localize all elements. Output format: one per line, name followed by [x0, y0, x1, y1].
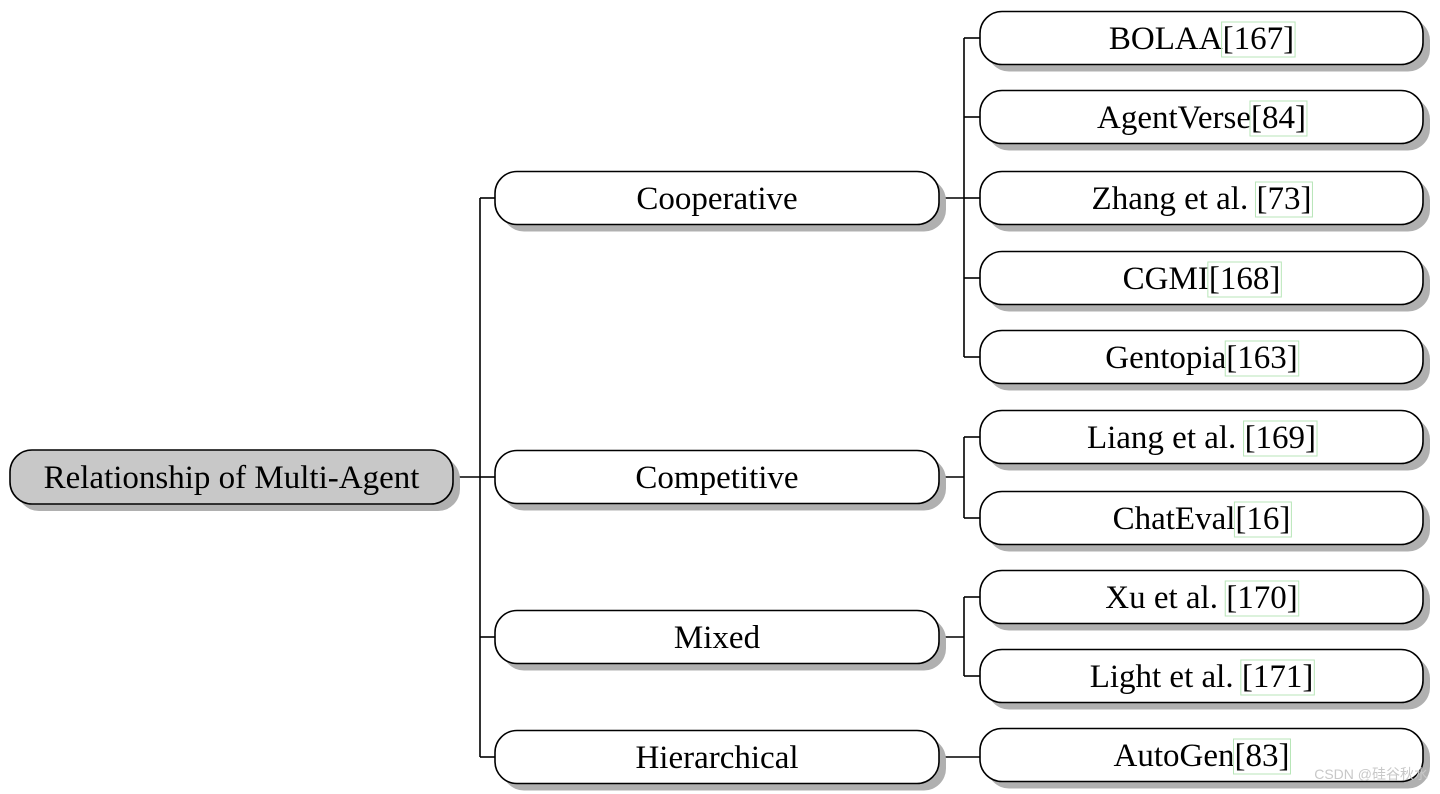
- node-box: [979, 569, 1424, 625]
- citation-link[interactable]: [84]: [1251, 100, 1306, 136]
- citation-box: [1233, 738, 1291, 775]
- citation-link[interactable]: [73]: [1256, 181, 1311, 217]
- method-name: Light et al.: [1090, 659, 1242, 695]
- node-box: [494, 609, 940, 665]
- citation-link[interactable]: [171]: [1242, 659, 1313, 695]
- citation-link[interactable]: [168]: [1209, 261, 1280, 297]
- leaf-node: Gentopia[163]: [979, 329, 1430, 391]
- category-node-mixed: Mixed: [494, 609, 946, 671]
- leaf-label: Zhang et al. [73]: [1092, 181, 1312, 217]
- node-box: [9, 449, 454, 505]
- method-name: ChatEval: [1113, 501, 1236, 537]
- citation-box: [1233, 501, 1292, 538]
- citation-box: [1221, 21, 1296, 58]
- category-label: Hierarchical: [635, 740, 798, 776]
- leaf-node: CGMI[168]: [979, 250, 1430, 312]
- citation-link[interactable]: [167]: [1223, 21, 1294, 57]
- citation-box: [1240, 659, 1315, 696]
- category-label: Cooperative: [636, 181, 797, 217]
- category-label: Competitive: [635, 460, 798, 496]
- leaf-label: ChatEval[16]: [1113, 501, 1291, 537]
- citation-link[interactable]: [83]: [1235, 738, 1290, 774]
- citation-link[interactable]: [169]: [1245, 420, 1316, 456]
- root-node: Relationship of Multi-Agent: [9, 449, 460, 511]
- citation-box: [1224, 340, 1300, 377]
- leaf-label: AgentVerse[84]: [1097, 100, 1306, 136]
- leaf-node: Light et al. [171]: [979, 648, 1430, 710]
- leaf-label: CGMI[168]: [1123, 261, 1281, 297]
- node-box: [979, 727, 1424, 783]
- node-box: [494, 729, 940, 785]
- node-box: [979, 329, 1424, 385]
- node-box: [979, 409, 1424, 465]
- method-name: AgentVerse: [1097, 100, 1251, 136]
- watermark: CSDN @硅谷秋水: [1314, 766, 1428, 782]
- leaf-node: AgentVerse[84]: [979, 89, 1430, 151]
- node-box: [494, 170, 940, 226]
- node-box: [979, 648, 1424, 704]
- citation-link[interactable]: [16]: [1235, 501, 1290, 537]
- leaf-label: Light et al. [171]: [1090, 659, 1314, 695]
- citation-box: [1249, 100, 1308, 137]
- leaf-node: Xu et al. [170]: [979, 569, 1430, 631]
- leaf-label: AutoGen[83]: [1114, 738, 1290, 774]
- leaf-node: AutoGen[83]: [979, 727, 1430, 789]
- method-name: Zhang et al.: [1092, 181, 1257, 217]
- leaf-node: BOLAA[167]: [979, 10, 1430, 72]
- leaf-node: Liang et al. [169]: [979, 409, 1430, 471]
- method-name: BOLAA: [1109, 21, 1223, 57]
- leaf-label: Xu et al. [170]: [1105, 580, 1297, 616]
- citation-box: [1224, 580, 1300, 617]
- category-node-cooperative: Cooperative: [494, 170, 946, 232]
- method-name: Xu et al.: [1105, 580, 1226, 616]
- citation-box: [1243, 420, 1318, 457]
- citation-link[interactable]: [170]: [1226, 580, 1297, 616]
- method-name: AutoGen: [1114, 738, 1235, 774]
- citation-link[interactable]: [163]: [1226, 340, 1297, 376]
- leaf-node: ChatEval[16]: [979, 490, 1430, 552]
- category-node-hierarchical: Hierarchical: [494, 729, 946, 791]
- node-box: [979, 490, 1424, 546]
- leaf-label: Gentopia[163]: [1105, 340, 1297, 376]
- node-box: [494, 449, 940, 505]
- method-name: CGMI: [1123, 261, 1209, 297]
- node-box: [979, 10, 1424, 66]
- node-box: [979, 250, 1424, 306]
- method-name: Liang et al.: [1087, 420, 1245, 456]
- root-label: Relationship of Multi-Agent: [44, 460, 420, 496]
- category-label: Mixed: [674, 620, 761, 656]
- citation-box: [1207, 261, 1282, 298]
- node-box: [979, 89, 1424, 145]
- category-node-competitive: Competitive: [494, 449, 946, 511]
- citation-box: [1254, 181, 1313, 218]
- leaf-label: Liang et al. [169]: [1087, 420, 1316, 456]
- method-name: Gentopia: [1105, 340, 1226, 376]
- leaf-label: BOLAA[167]: [1109, 21, 1294, 57]
- leaf-node: Zhang et al. [73]: [979, 170, 1430, 232]
